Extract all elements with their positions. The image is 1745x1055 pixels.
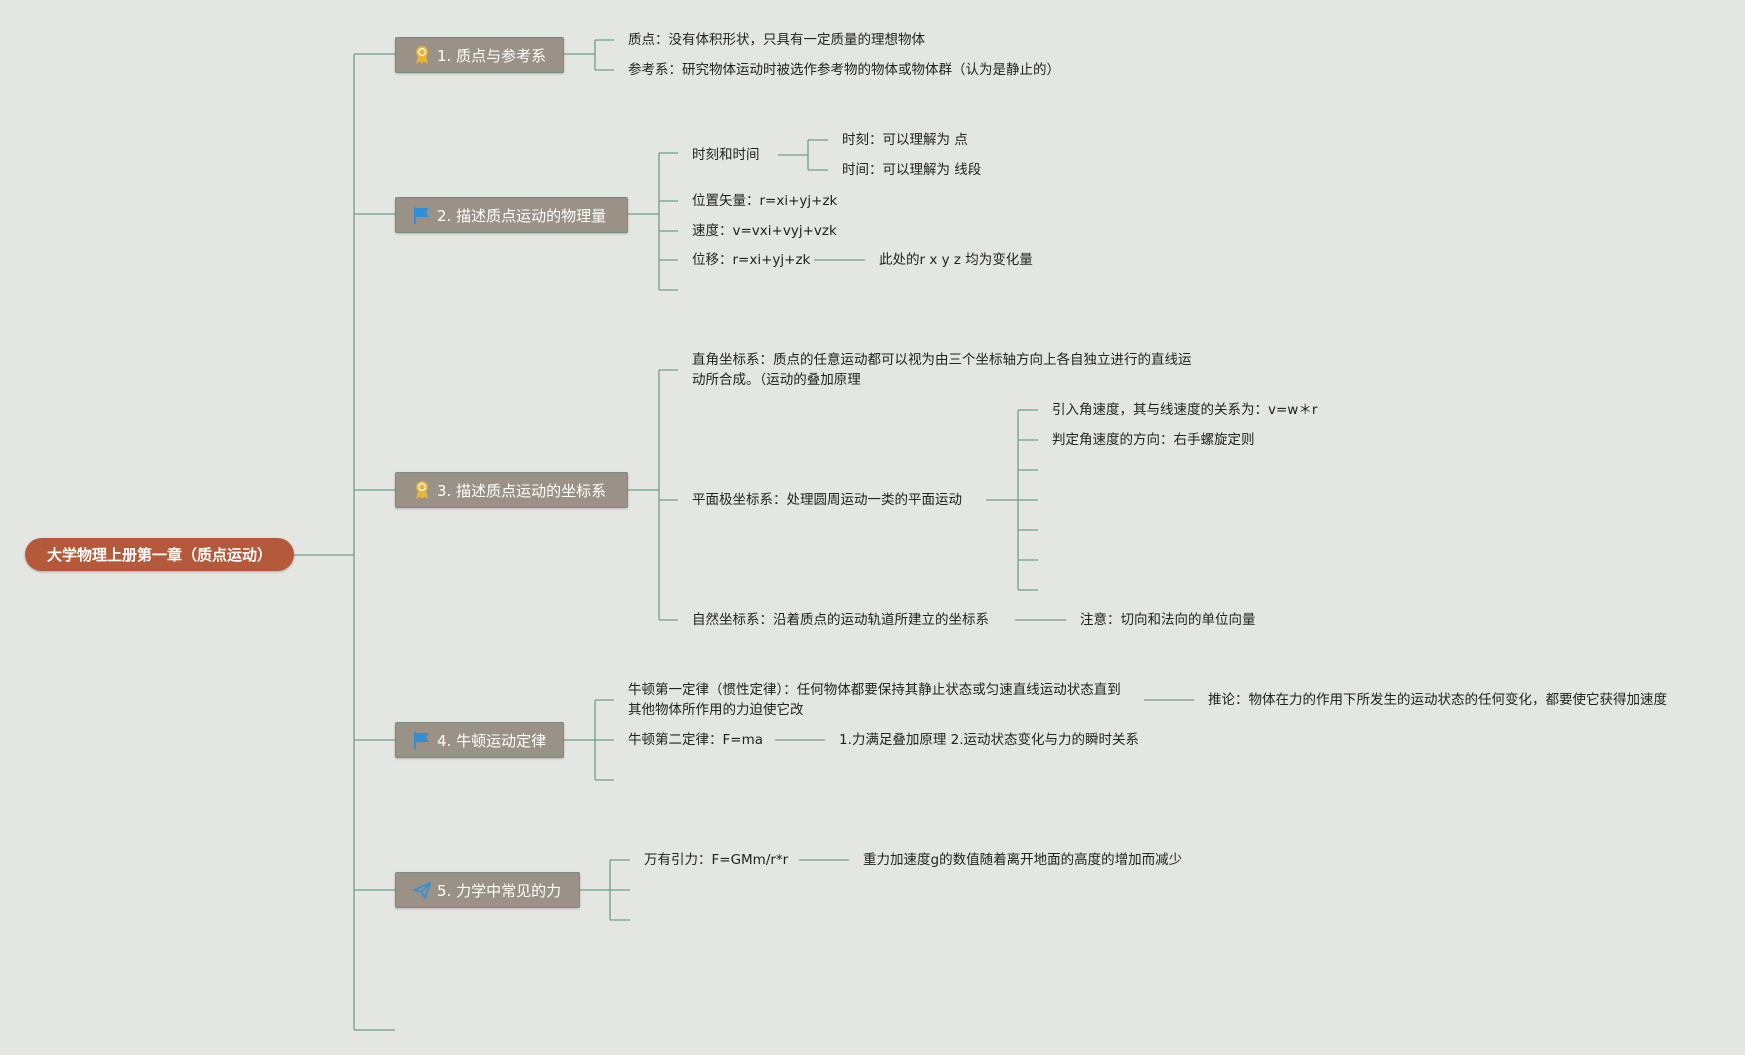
award-ribbon-icon xyxy=(412,45,432,65)
node-position-vector[interactable]: 位置矢量：r=xi+yj+zk xyxy=(692,193,838,209)
node-unit-vectors-note[interactable]: 注意：切向和法向的单位向量 xyxy=(1080,612,1256,628)
topic-physical-quantities[interactable]: 2. 描述质点运动的物理量 xyxy=(395,197,628,233)
topic-common-forces[interactable]: 5. 力学中常见的力 xyxy=(395,872,580,908)
award-ribbon-icon xyxy=(412,480,432,500)
node-cartesian-coordinates[interactable]: 直角坐标系：质点的任意运动都可以视为由三个坐标轴方向上各自独立进行的直线运动所合… xyxy=(692,352,1192,388)
topic-label: 1. 质点与参考系 xyxy=(437,46,547,65)
flag-icon xyxy=(412,205,432,225)
root-topic-label: 大学物理上册第一章（质点运动） xyxy=(46,546,272,564)
node-natural-coordinates[interactable]: 自然坐标系：沿着质点的运动轨道所建立的坐标系 xyxy=(692,612,989,628)
node-angular-velocity[interactable]: 引入角速度，其与线速度的关系为：v=w＊r xyxy=(1052,402,1318,418)
node-gravity-acceleration-note[interactable]: 重力加速度g的数值随着离开地面的高度的增加而减少 xyxy=(863,852,1183,868)
node-moment[interactable]: 时刻：可以理解为 点 xyxy=(842,132,968,148)
topic-label: 2. 描述质点运动的物理量 xyxy=(437,206,607,225)
node-first-law-corollary[interactable]: 推论：物体在力的作用下所发生的运动状态的任何变化，都要使它获得加速度 xyxy=(1208,692,1667,708)
topic-particle-and-reference-frame[interactable]: 1. 质点与参考系 xyxy=(395,37,564,73)
node-polar-coordinates[interactable]: 平面极坐标系：处理圆周运动一类的平面运动 xyxy=(692,492,962,508)
node-newtons-first-law[interactable]: 牛顿第一定律（惯性定律）：任何物体都要保持其静止状态或匀速直线运动状态直到其他物… xyxy=(628,682,1121,718)
paper-plane-icon xyxy=(412,880,432,900)
node-particle-definition[interactable]: 质点：没有体积形状，只具有一定质量的理想物体 xyxy=(628,32,925,48)
topic-coordinate-systems[interactable]: 3. 描述质点运动的坐标系 xyxy=(395,472,628,508)
node-moment-and-time[interactable]: 时刻和时间 xyxy=(692,147,760,163)
topic-label: 4. 牛顿运动定律 xyxy=(437,731,547,750)
topic-label: 5. 力学中常见的力 xyxy=(437,881,562,900)
node-right-hand-rule[interactable]: 判定角速度的方向：右手螺旋定则 xyxy=(1052,432,1255,448)
node-universal-gravitation[interactable]: 万有引力：F=GMm/r*r xyxy=(644,852,789,868)
node-velocity[interactable]: 速度：v=vxi+vyj+vzk xyxy=(692,223,837,239)
node-variables-note[interactable]: 此处的r x y z 均为变化量 xyxy=(879,252,1033,268)
node-reference-frame-definition[interactable]: 参考系：研究物体运动时被选作参考物的物体或物体群（认为是静止的） xyxy=(628,62,1060,78)
node-second-law-notes[interactable]: 1.力满足叠加原理 2.运动状态变化与力的瞬时关系 xyxy=(839,732,1140,748)
topic-newtons-laws[interactable]: 4. 牛顿运动定律 xyxy=(395,722,564,758)
flag-icon xyxy=(412,730,432,750)
node-displacement[interactable]: 位移：r=xi+yj+zk xyxy=(692,252,811,268)
node-newtons-second-law[interactable]: 牛顿第二定律：F=ma xyxy=(628,732,763,748)
root-topic[interactable]: 大学物理上册第一章（质点运动） xyxy=(25,538,294,571)
topic-label: 3. 描述质点运动的坐标系 xyxy=(437,481,607,500)
node-time[interactable]: 时间：可以理解为 线段 xyxy=(842,162,982,178)
